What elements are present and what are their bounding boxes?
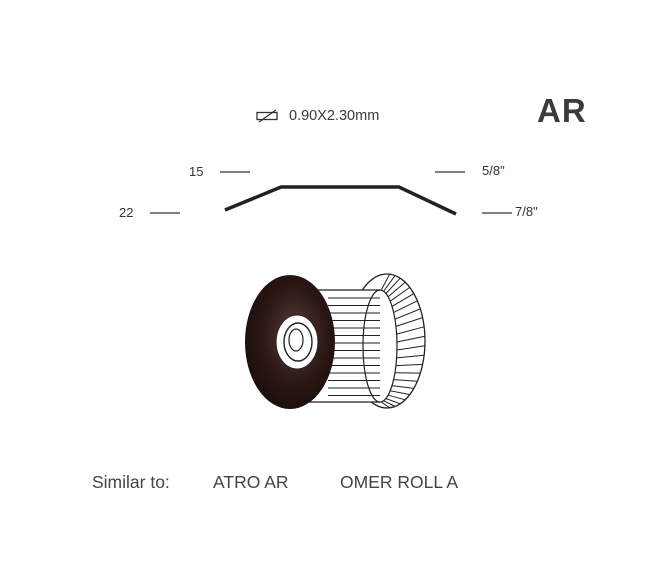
wire-size: 0.90X2.30mm bbox=[289, 108, 380, 124]
dim-label-top-right: 5/8" bbox=[482, 163, 505, 178]
similar-item-omer: OMER ROLL A bbox=[340, 472, 458, 492]
similar-to-row: Similar to: ATRO AR OMER ROLL A bbox=[92, 472, 458, 493]
dim-label-top-left: 15 bbox=[189, 164, 204, 179]
wire-spec: 0.90X2.30mm bbox=[255, 108, 379, 124]
similar-item-atro: ATRO AR bbox=[213, 472, 289, 492]
staple-profile-diagram bbox=[150, 171, 512, 216]
product-code: AR bbox=[537, 92, 587, 129]
staple-profile-line bbox=[224, 185, 457, 216]
dim-label-bottom-right: 7/8" bbox=[515, 204, 538, 219]
dim-label-bottom-left: 22 bbox=[119, 205, 134, 220]
flat-wire-symbol-icon bbox=[256, 109, 278, 123]
similar-prefix: Similar to: bbox=[92, 472, 170, 492]
staple-roll-icon bbox=[245, 273, 426, 409]
